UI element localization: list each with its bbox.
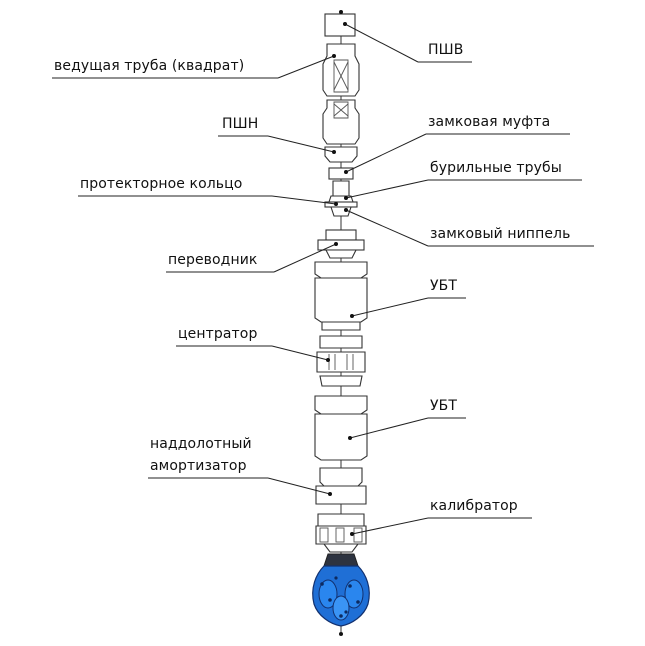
label-centralizer: центратор: [178, 326, 258, 342]
kelly-part: [322, 43, 360, 145]
label-tool-joint-pin: замковый ниппель: [430, 226, 571, 242]
centralizer-part: [316, 335, 366, 387]
label-shock-absorber-2: амортизатор: [150, 458, 247, 474]
label-drill-pipes: бурильные трубы: [430, 160, 562, 176]
tool-joint-box-part: [328, 167, 354, 180]
label-drill-collar-lower: УБТ: [430, 398, 457, 414]
drill-collar-upper-part: [314, 261, 368, 331]
sub-part: [317, 229, 365, 259]
label-sub: переводник: [168, 252, 258, 268]
label-drill-collar-upper: УБТ: [430, 278, 457, 294]
label-pshn: ПШН: [222, 116, 259, 132]
pshv-part: [324, 13, 356, 37]
label-protector-ring: протекторное кольцо: [80, 176, 243, 192]
label-kelly: ведущая труба (квадрат): [54, 58, 245, 74]
pshn-part: [324, 146, 358, 163]
label-stabilizer: калибратор: [430, 498, 518, 514]
label-shock-absorber-1: наддолотный: [150, 436, 252, 452]
drill-pipe-part: [332, 180, 350, 197]
drill-bit-part: [312, 553, 370, 627]
label-tool-joint-box: замковая муфта: [428, 114, 551, 130]
drill-collar-lower-part: [314, 395, 368, 461]
stabilizer-part: [315, 513, 367, 553]
label-pshv: ПШВ: [428, 42, 464, 58]
shock-absorber-part: [315, 467, 367, 505]
